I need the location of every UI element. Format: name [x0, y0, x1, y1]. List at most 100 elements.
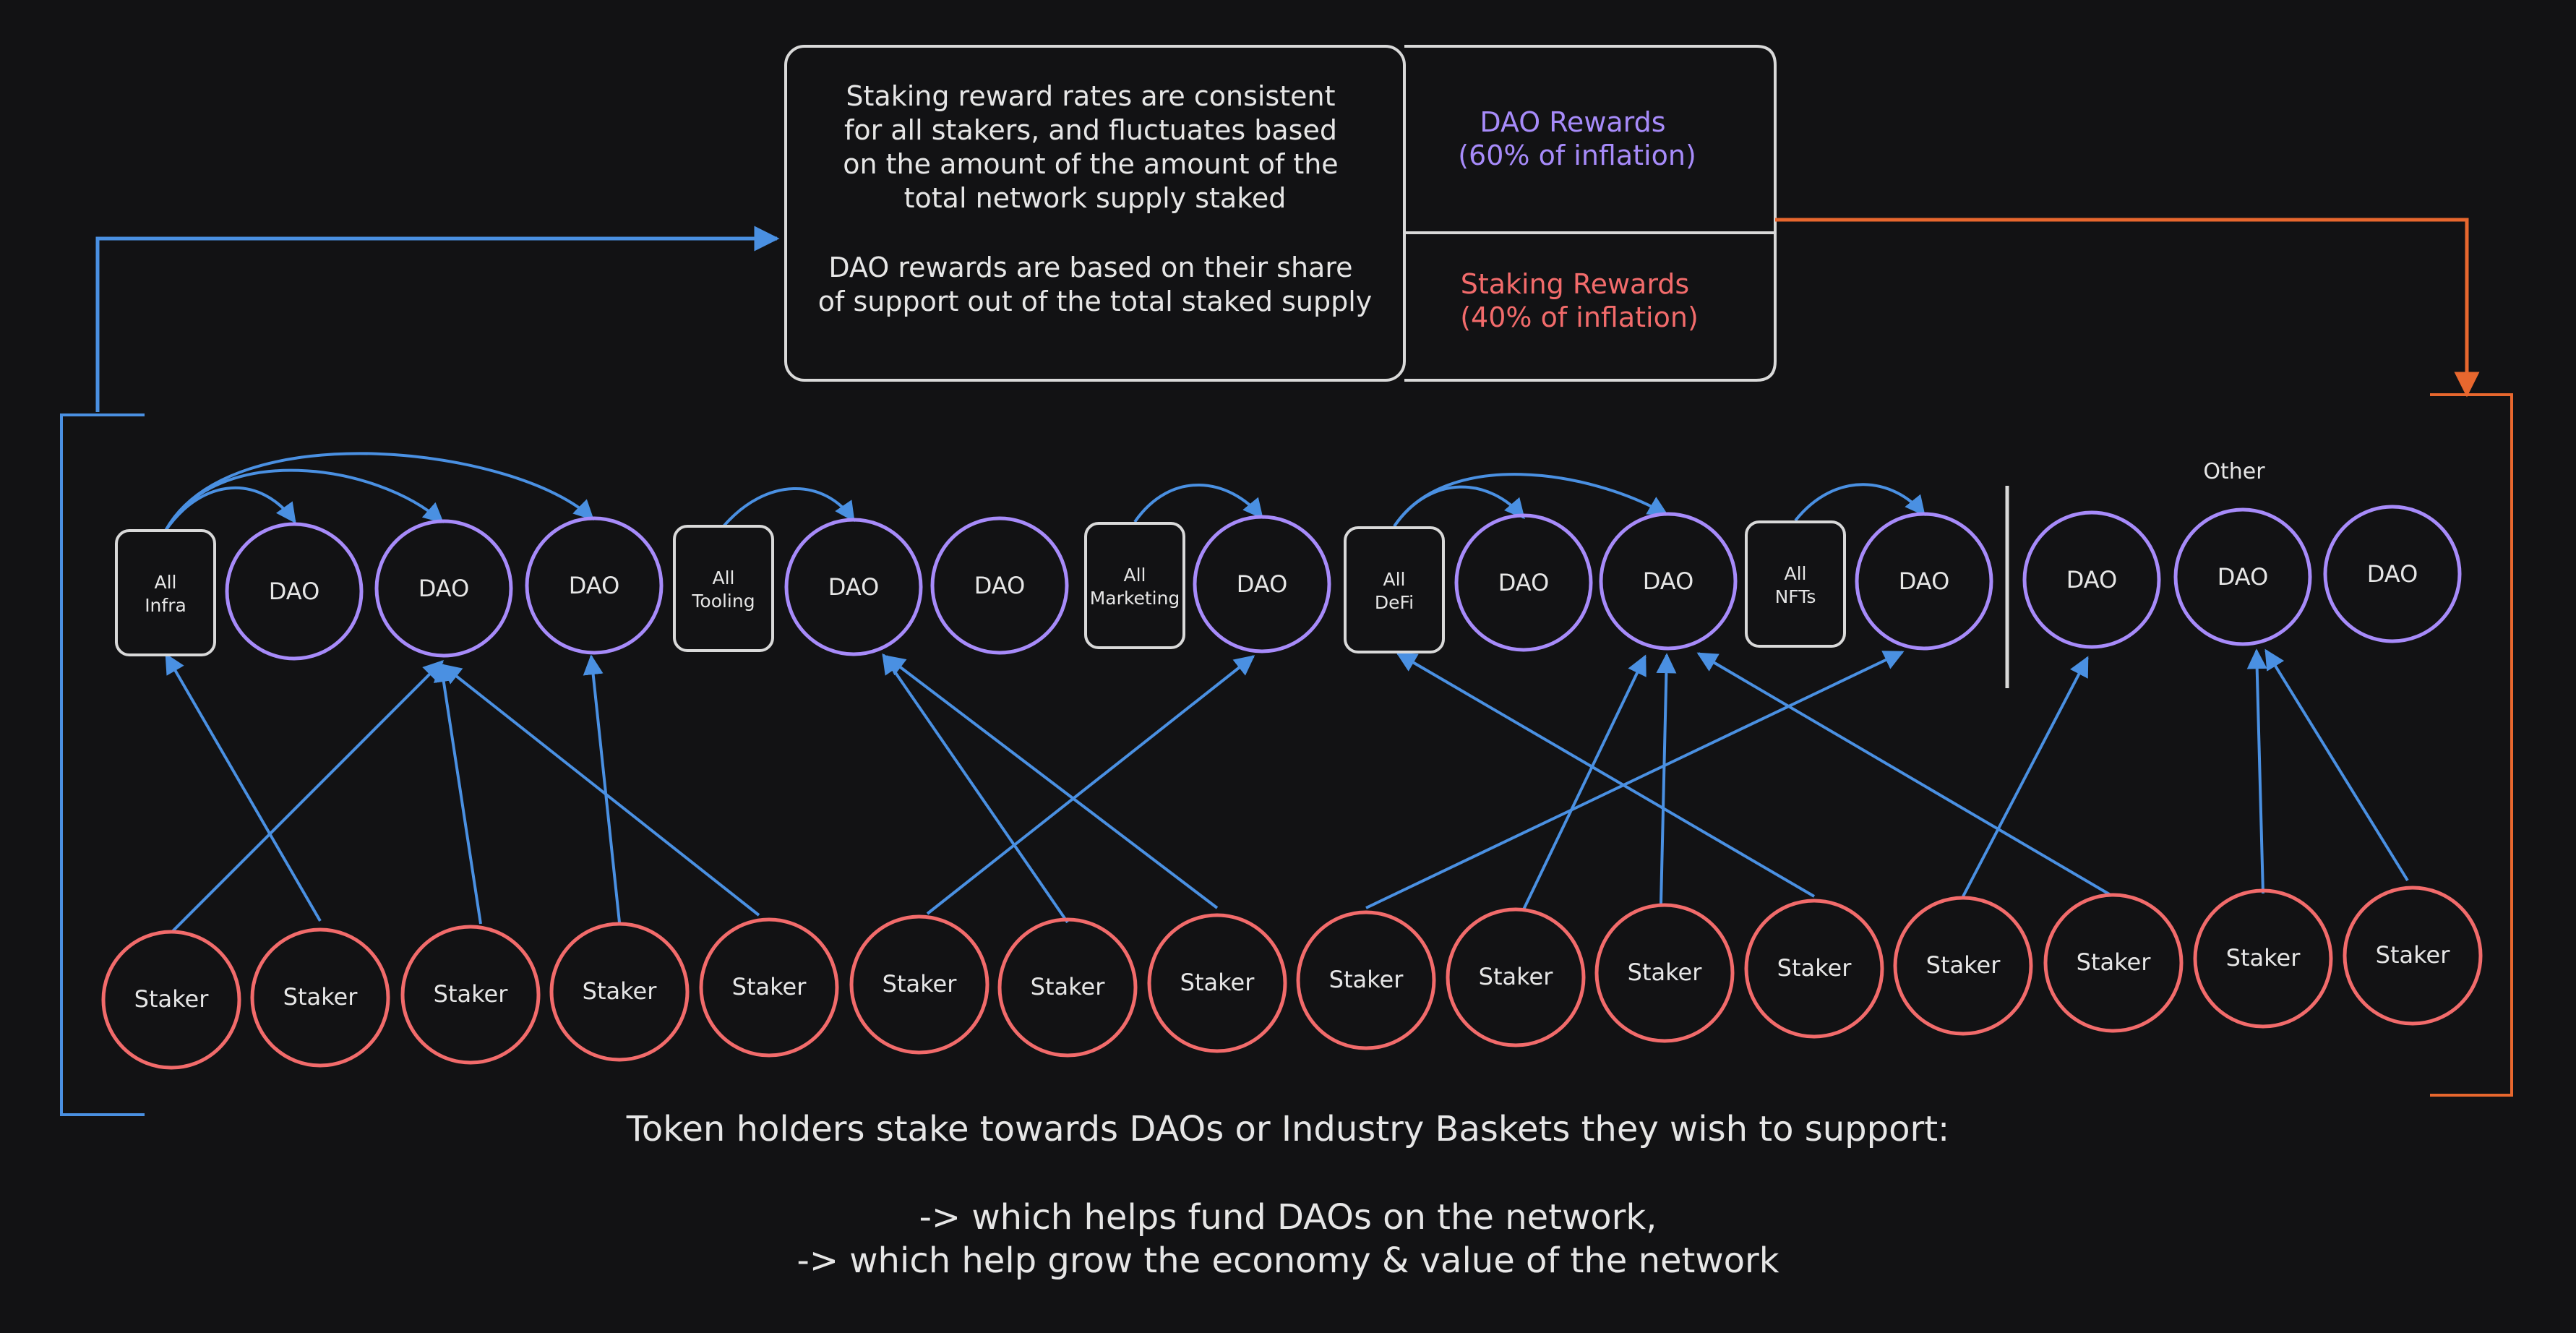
support-arrow	[1522, 654, 1647, 910]
dao-node: DAO	[2323, 505, 2462, 643]
staker-node: Staker	[849, 914, 989, 1055]
staker-circle	[1296, 910, 1436, 1050]
staker-label: Staker	[134, 985, 210, 1013]
staker-label: Staker	[434, 980, 509, 1008]
dao-node: DAO	[525, 516, 664, 655]
support-arrow	[440, 664, 760, 917]
staker-node: Staker	[101, 930, 241, 1070]
dao-label: DAO	[418, 575, 470, 602]
dao-node: DAO	[225, 522, 364, 661]
staker-circle	[400, 925, 541, 1065]
blue-flow-arrow	[95, 226, 780, 412]
bottom-text-line-1: Token holders stake towards DAOs or Indu…	[626, 1109, 1949, 1149]
basket-label: DeFi	[1375, 592, 1414, 613]
staker-circle	[1744, 899, 1884, 1039]
staker-label: Staker	[2376, 941, 2451, 969]
support-arrow	[583, 654, 621, 923]
dao-circle	[2323, 505, 2462, 643]
staker-node: Staker	[2343, 886, 2483, 1026]
dao-circle	[1193, 515, 1331, 653]
dao-circle	[525, 516, 664, 655]
basket-box	[1084, 522, 1185, 649]
dao-node: DAO	[374, 519, 513, 658]
staker-circle	[997, 917, 1138, 1058]
basket-label: NFTs	[1775, 586, 1816, 607]
staker-circle	[2043, 893, 2184, 1033]
staker-circle	[250, 927, 390, 1068]
support-arrow	[2264, 648, 2409, 882]
orange-bracket	[2430, 393, 2513, 1097]
staker-circle	[849, 914, 989, 1055]
staker-circle	[1594, 903, 1735, 1043]
basket-box	[1745, 520, 1846, 648]
info-text-1: Staking reward rates are consistent for …	[843, 80, 1347, 214]
staker-circle	[1446, 907, 1586, 1047]
staker-label: Staker	[2226, 944, 2301, 972]
dao-label: DAO	[1899, 567, 1950, 595]
blue-bracket	[60, 413, 145, 1116]
basket-link-arrow	[164, 452, 595, 531]
staker-label: Staker	[1479, 963, 1554, 990]
staker-node: Staker	[1446, 907, 1586, 1047]
staker-node: Staker	[997, 917, 1138, 1058]
staker-node: Staker	[2193, 888, 2333, 1029]
orange-flow-arrow	[1775, 218, 2480, 398]
basket-label: Infra	[145, 595, 186, 616]
bottom-text-line-3: -> which help grow the economy & value o…	[797, 1240, 1779, 1281]
support-arrow	[1696, 652, 2112, 896]
staker-label: Staker	[1777, 954, 1852, 982]
dao-circle	[225, 522, 364, 661]
staker-label: Staker	[732, 973, 807, 1000]
info-box	[784, 45, 1406, 382]
staker-label: Staker	[583, 977, 658, 1005]
staker-node: Staker	[699, 917, 839, 1058]
dao-node: DAO	[1599, 512, 1738, 651]
dao-label: DAO	[2217, 563, 2269, 591]
basket-label: All	[1383, 569, 1406, 590]
basket-label: All	[155, 572, 177, 593]
support-arrow	[884, 655, 1219, 909]
basket-box	[1344, 526, 1445, 653]
staker-label: Staker	[1628, 959, 1703, 986]
support-arrows	[164, 452, 2409, 934]
dao-node: DAO	[1454, 513, 1593, 652]
support-arrow	[2246, 648, 2267, 894]
staker-circle	[2193, 888, 2333, 1029]
basket-link-arrow	[1393, 473, 1669, 528]
staker-node: Staker	[1296, 910, 1436, 1050]
dao-node: DAO	[930, 516, 1069, 655]
industry-baskets: AllInfraAllToolingAllMarketingAllDeFiAll…	[115, 520, 1846, 656]
staker-label: Staker	[283, 983, 359, 1011]
dao-label: DAO	[1643, 567, 1694, 595]
basket-link-arrow	[164, 468, 445, 531]
support-arrow	[926, 655, 1255, 915]
dao-label: DAO	[1498, 569, 1550, 596]
dao-circle	[784, 518, 923, 656]
dao-label: DAO	[269, 578, 320, 605]
staker-node: Staker	[400, 925, 541, 1065]
support-arrow	[433, 661, 482, 925]
support-arrow	[1962, 656, 2089, 897]
staker-label: Staker	[1031, 973, 1106, 1000]
staker-node: Staker	[549, 922, 690, 1062]
basket-label: All	[713, 567, 735, 588]
basket-label: Tooling	[691, 591, 755, 612]
basket-link-arrow	[164, 487, 296, 532]
other-label: Other	[2203, 459, 2265, 484]
support-arrow	[165, 653, 322, 922]
staker-circle	[699, 917, 839, 1058]
basket-link-arrow	[1794, 483, 1925, 522]
staker-node: Staker	[250, 927, 390, 1068]
staker-circle	[2343, 886, 2483, 1026]
basket-label: All	[1124, 565, 1146, 586]
basket-label: All	[1785, 563, 1807, 584]
staker-label: Staker	[2077, 948, 2152, 976]
dao-rewards-label: DAO Rewards (60% of inflation)	[1458, 106, 1696, 171]
dao-label: DAO	[2066, 566, 2118, 593]
dao-circle	[1454, 513, 1593, 652]
